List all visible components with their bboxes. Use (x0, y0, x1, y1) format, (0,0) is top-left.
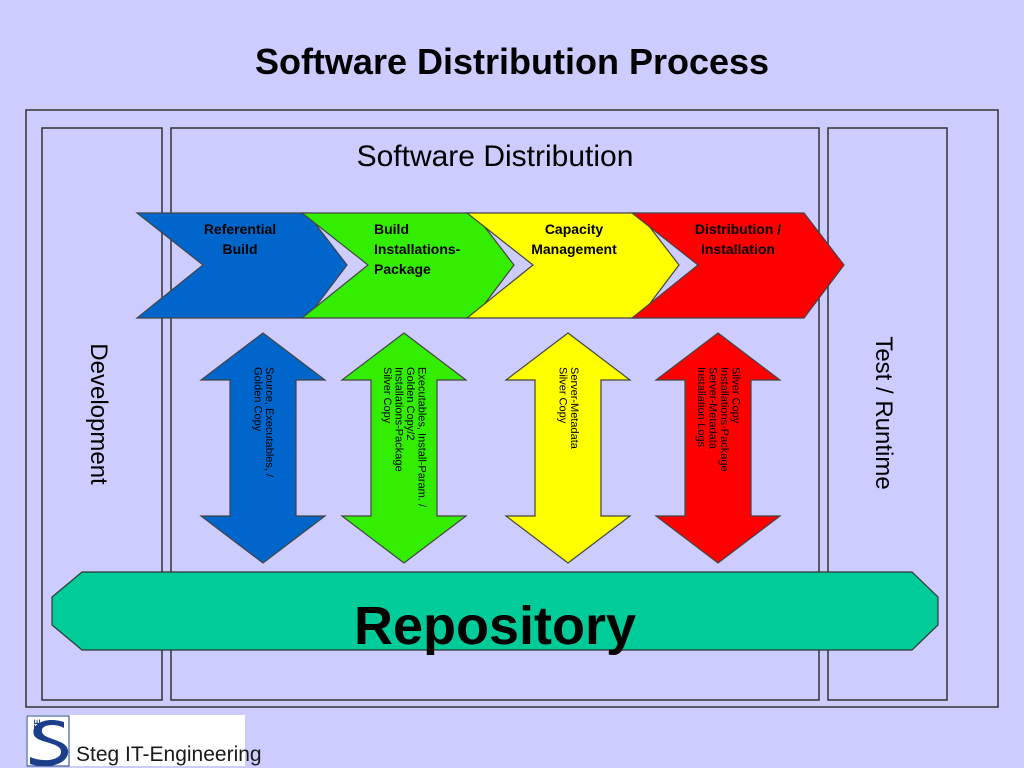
process-step-label: Build (374, 221, 409, 237)
logo-company-name: Steg IT-Engineering (76, 743, 262, 766)
flow-arrow-label: Golden Copy (251, 367, 263, 432)
flow-arrow: Silver CopyInstallations-PackageServer-M… (654, 332, 782, 564)
process-step-label: Management (531, 241, 617, 257)
flow-arrow-label: Silver Copy (556, 367, 568, 424)
flow-arrow-label: Installation-Logs (695, 367, 707, 448)
process-step: Distribution / Installation (630, 212, 845, 319)
flow-arrow-label: Silver Copy (381, 367, 393, 424)
outer-frame (25, 109, 999, 708)
logo-s-icon (30, 719, 69, 767)
runtime-panel (827, 127, 948, 701)
flow-arrow: Source, Executables, /Golden Copy (199, 332, 327, 564)
flow-arrow-label: Installations-Package (392, 367, 404, 472)
process-step-label: Package (374, 261, 431, 277)
flow-arrow-label: Silver Copy (729, 367, 741, 424)
process-step-label: Referential (204, 221, 276, 237)
flow-arrow-label: Installations-Package (718, 367, 730, 472)
process-steps: ReferentialBuildBuildInstallations-Packa… (135, 212, 845, 319)
flow-arrow-shape (654, 332, 782, 564)
process-step-label: Build (223, 241, 258, 257)
process-step-label: Capacity (545, 221, 604, 237)
process-step-chevron (630, 212, 845, 319)
process-step-label: Distribution / (695, 221, 781, 237)
development-panel-label: Development (85, 343, 112, 485)
process-step-label: Installation (701, 241, 775, 257)
distribution-panel (170, 127, 820, 701)
flow-arrow-shape (199, 332, 327, 564)
distribution-panel-title: Software Distribution (357, 140, 634, 173)
process-step-label: Installations- (374, 241, 461, 257)
flow-arrow-shape (340, 332, 468, 564)
repository-shape (51, 571, 939, 651)
flow-arrow-label: Golden Copy/2 (404, 367, 416, 440)
runtime-panel-label: Test / Runtime (870, 336, 897, 489)
development-panel (41, 127, 163, 701)
page-title: Software Distribution Process (255, 41, 769, 82)
flow-arrow-shape (504, 332, 632, 564)
flow-arrow: Executables, Install-Param. /Golden Copy… (340, 332, 468, 564)
flow-arrow-label: Executables, Install-Param. / (415, 367, 427, 508)
repository-label: Repository (354, 596, 636, 656)
flow-arrow-label: Source, Executables, / (263, 367, 275, 478)
flow-arrow-label: Server-Metadata (706, 367, 718, 450)
company-logo: SITE Steg IT-Engineering (26, 715, 262, 767)
flow-arrow-label: Server-Metadata (568, 367, 580, 450)
logo-badge-text: SITE (33, 718, 42, 736)
